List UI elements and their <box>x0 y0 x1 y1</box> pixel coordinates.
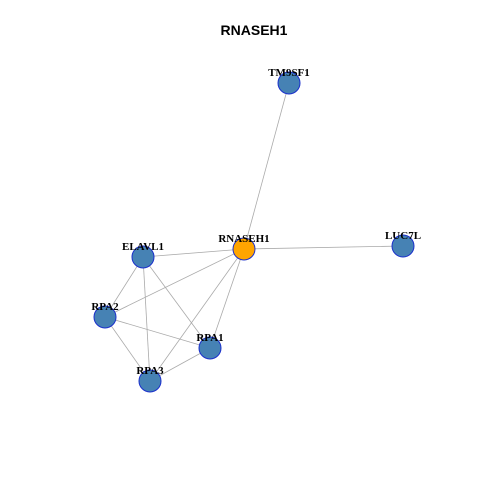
edge-rnaseh1-tm9sf1 <box>243 82 290 250</box>
node-rpa1[interactable] <box>198 336 222 360</box>
node-label-luc7l: LUC7L <box>385 230 421 242</box>
edge-rnaseh1-rpa1 <box>209 248 245 349</box>
edge-rnaseh1-elavl1 <box>142 248 245 258</box>
node-label-elavl1: ELAVL1 <box>122 241 164 253</box>
edge-elavl1-rpa2 <box>104 256 144 318</box>
node-elavl1[interactable] <box>131 245 155 269</box>
node-label-rnaseh1: RNASEH1 <box>218 233 269 245</box>
edge-rnaseh1-luc7l <box>243 245 404 250</box>
edge-elavl1-rpa1 <box>142 256 211 349</box>
edge-rnaseh1-rpa3 <box>149 248 245 382</box>
edge-rpa2-rpa3 <box>104 316 151 382</box>
node-layer <box>93 71 415 393</box>
edge-elavl1-rpa3 <box>142 256 151 382</box>
edge-layer <box>104 82 404 382</box>
edge-rnaseh1-rpa2 <box>104 248 245 318</box>
node-label-rpa2: RPA2 <box>91 301 119 313</box>
node-luc7l[interactable] <box>391 234 415 258</box>
diagram-title: RNASEH1 <box>221 22 288 38</box>
node-label-tm9sf1: TM9SF1 <box>268 67 310 79</box>
node-label-rpa3: RPA3 <box>136 365 164 377</box>
edge-rpa2-rpa1 <box>104 316 211 349</box>
node-rpa2[interactable] <box>93 305 117 329</box>
node-label-rpa1: RPA1 <box>196 332 223 344</box>
node-rpa3[interactable] <box>138 369 162 393</box>
node-rnaseh1[interactable] <box>232 237 256 261</box>
node-tm9sf1[interactable] <box>277 71 301 95</box>
